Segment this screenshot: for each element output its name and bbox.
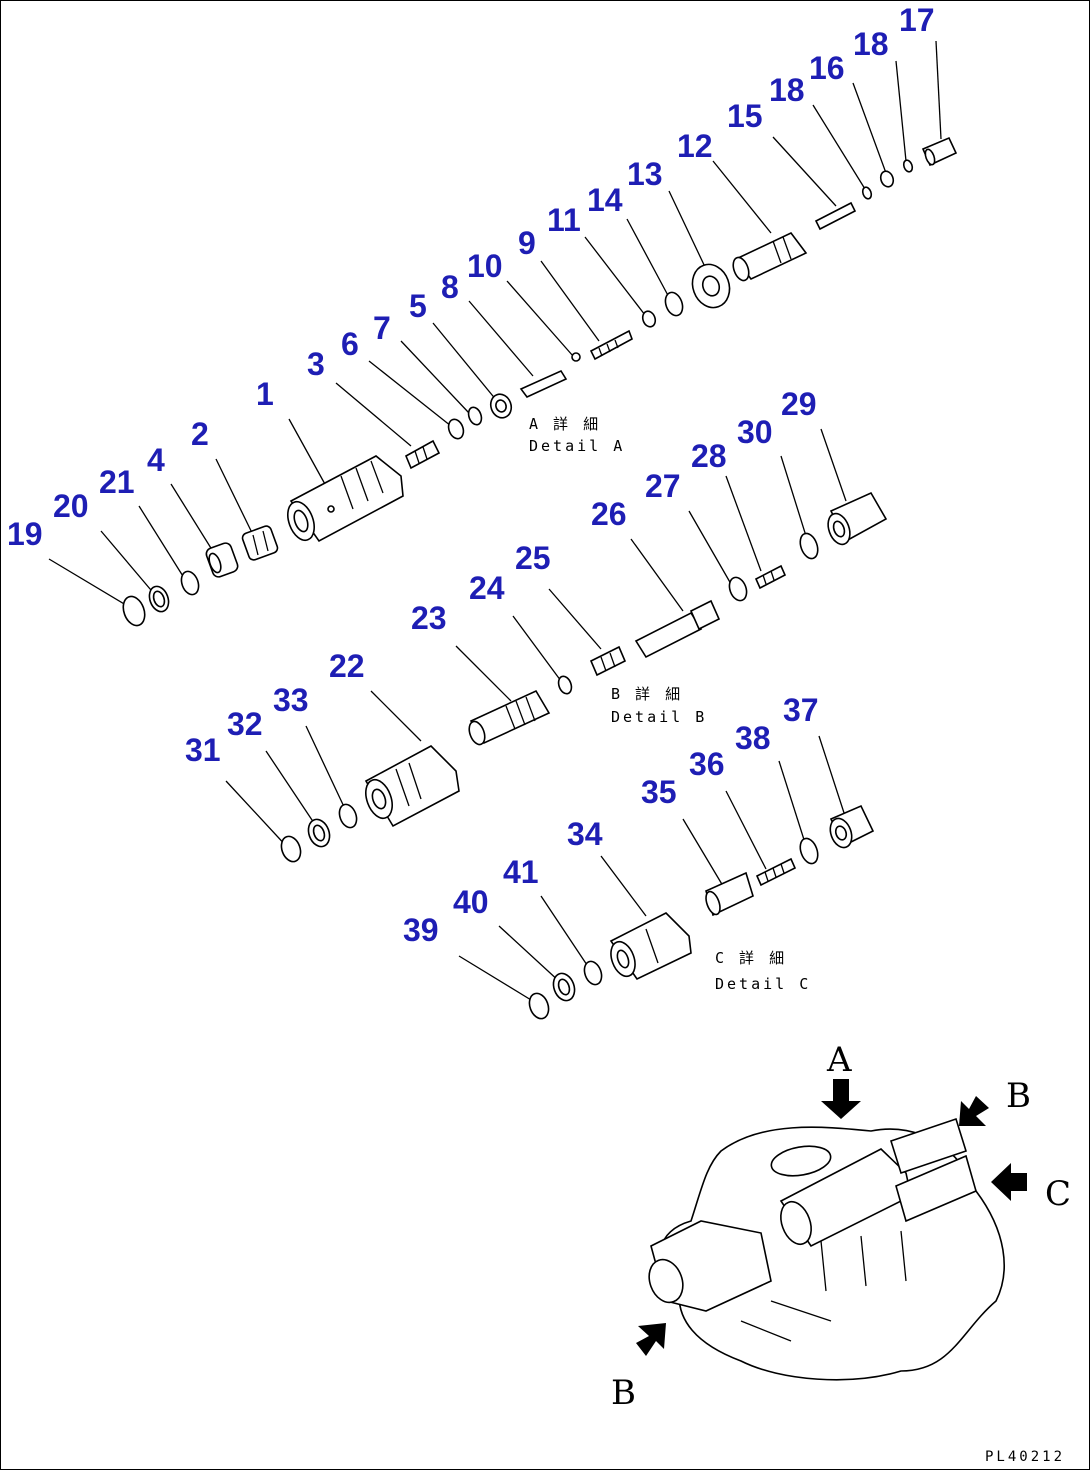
part-number: 36 (689, 746, 725, 782)
part-number: 6 (341, 326, 359, 362)
part-number: 15 (727, 98, 763, 134)
part-number: 40 (453, 884, 489, 920)
part-number: 30 (737, 414, 773, 450)
view-letter-b-top: B (1006, 1076, 1031, 1116)
arrow-c-icon (991, 1163, 1027, 1201)
part-number: 9 (518, 225, 536, 261)
detail-a-parts (122, 136, 958, 627)
arrow-b-bottom-icon (636, 1323, 666, 1356)
part-number: 2 (191, 416, 209, 452)
part-number: 1 (256, 376, 274, 412)
part-number: 7 (373, 310, 391, 346)
arrow-b-top-icon (959, 1096, 989, 1126)
detail-c-label: Detail C (715, 975, 811, 993)
view-arrows (636, 1079, 1027, 1356)
detail-c-parts (528, 804, 875, 1020)
part-number: 26 (591, 496, 627, 532)
part-number: 13 (627, 156, 663, 192)
part-number: 14 (587, 182, 623, 218)
valve-body (648, 1117, 1005, 1381)
part-number: 32 (227, 706, 263, 742)
part-number: 34 (567, 816, 603, 852)
part-number: 16 (809, 50, 845, 86)
part-number: 19 (7, 516, 43, 552)
arrow-a-icon (821, 1079, 861, 1119)
view-letter-b-bottom: B (611, 1373, 636, 1413)
part-number: 33 (273, 682, 309, 718)
part-number: 27 (645, 468, 681, 504)
part-number: 10 (467, 248, 503, 284)
part-number: 12 (677, 128, 713, 164)
part-number: 23 (411, 600, 447, 636)
detail-a-kanji: A 詳 細 (529, 415, 601, 433)
leader-lines (48, 40, 942, 1004)
part-number: 3 (307, 346, 325, 382)
detail-a-label: Detail A (529, 437, 625, 455)
detail-b-parts (280, 491, 888, 863)
part-number: 39 (403, 912, 439, 948)
part-number: 4 (147, 442, 165, 478)
view-letters: A B C B (611, 1040, 1071, 1413)
part-number: 5 (409, 288, 427, 324)
part-number: 11 (547, 202, 581, 238)
detail-b-label: Detail B (611, 708, 707, 726)
part-number: 41 (503, 854, 539, 890)
part-number: 18 (769, 72, 805, 108)
part-number: 29 (781, 386, 817, 422)
view-letter-c: C (1045, 1174, 1071, 1214)
part-number: 8 (441, 269, 459, 305)
part-number: 25 (515, 540, 551, 576)
part-number-labels: 1 2 3 4 5 6 7 8 9 10 11 12 13 14 15 16 1… (7, 2, 935, 948)
part-number: 22 (329, 648, 365, 684)
part-number: 37 (783, 692, 819, 728)
detail-c-kanji: C 詳 細 (715, 949, 787, 967)
part-number: 20 (53, 488, 89, 524)
part-number: 38 (735, 720, 771, 756)
detail-b-kanji: B 詳 細 (611, 685, 683, 703)
detail-labels: A 詳 細 Detail A B 詳 細 Detail B C 詳 細 Deta… (529, 415, 811, 993)
part-number: 18 (853, 26, 889, 62)
part-number: 31 (185, 732, 221, 768)
part-number: 35 (641, 774, 677, 810)
part-number: 24 (469, 570, 505, 606)
part-number: 17 (899, 2, 935, 38)
view-letter-a: A (826, 1040, 852, 1080)
part-number: 28 (691, 438, 727, 474)
drawing-code: PL40212 (985, 1449, 1065, 1465)
part-number: 21 (99, 464, 135, 500)
